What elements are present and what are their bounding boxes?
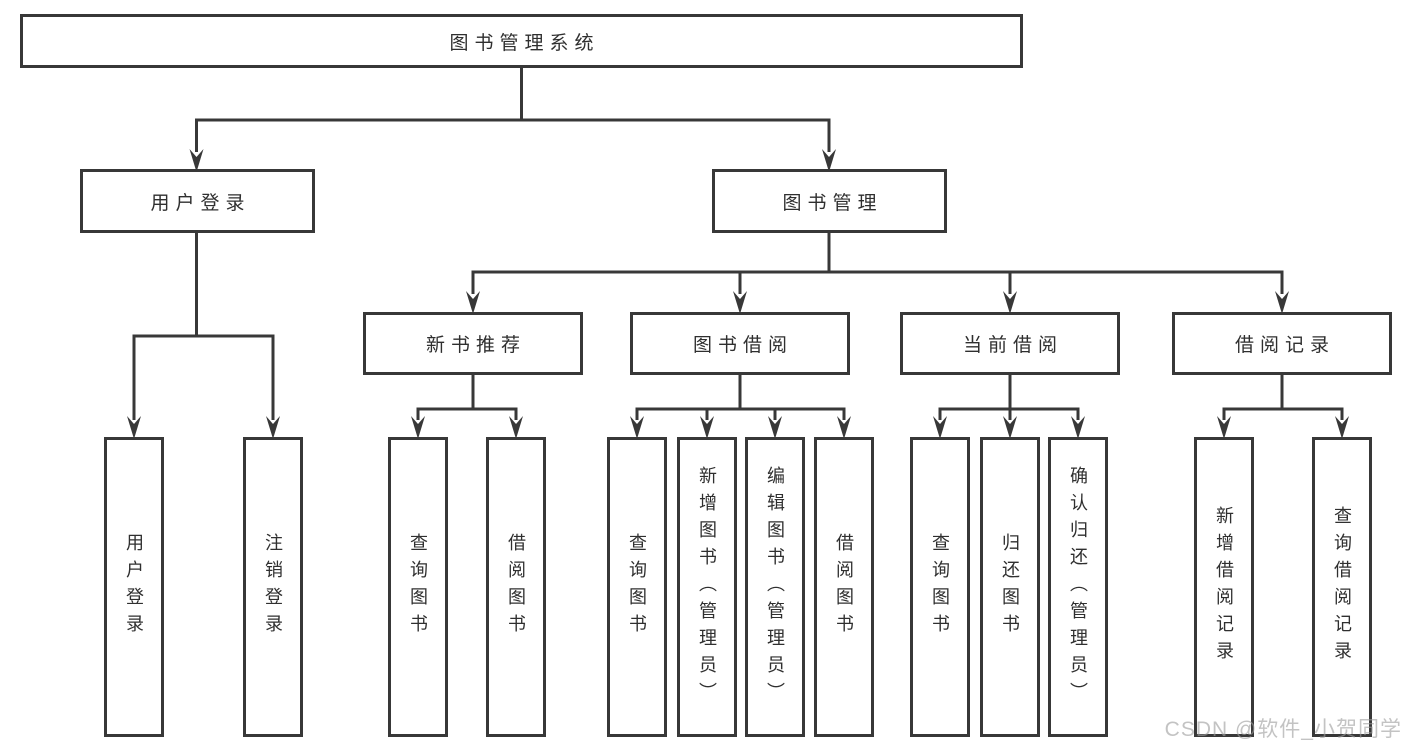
arrowhead bbox=[768, 416, 782, 439]
node-current-borrow: 当前借阅 bbox=[900, 312, 1120, 375]
leaf-add-borrow-record-label: 新增借阅记录 bbox=[1214, 506, 1234, 668]
leaf-borrow-query-books-label: 查询图书 bbox=[627, 533, 647, 641]
node-borrow-records: 借阅记录 bbox=[1172, 312, 1392, 375]
arrowhead bbox=[630, 416, 644, 439]
arrowhead bbox=[509, 416, 523, 439]
leaf-borrow-query-books: 查询图书 bbox=[607, 437, 667, 737]
connector-new-book-recommend-children bbox=[416, 375, 518, 420]
leaf-user-login: 用户登录 bbox=[104, 437, 164, 737]
arrowhead bbox=[466, 291, 480, 314]
leaf-recommend-query-books-label: 查询图书 bbox=[408, 533, 428, 641]
leaf-logout: 注销登录 bbox=[243, 437, 303, 737]
connector-book-management-to-level3 bbox=[471, 232, 1284, 294]
leaf-add-borrow-record: 新增借阅记录 bbox=[1194, 437, 1254, 737]
arrowhead bbox=[1003, 291, 1017, 314]
connector-book-borrow-children bbox=[635, 375, 846, 420]
arrowhead bbox=[411, 416, 425, 439]
node-book-borrow: 图书借阅 bbox=[630, 312, 850, 375]
leaf-recommend-query-books: 查询图书 bbox=[388, 437, 448, 737]
leaf-current-query-books-label: 查询图书 bbox=[930, 533, 950, 641]
connector-user-login-children bbox=[132, 232, 275, 420]
arrowhead bbox=[1003, 416, 1017, 439]
leaf-current-query-books: 查询图书 bbox=[910, 437, 970, 737]
node-book-management-label: 图书管理 bbox=[782, 192, 883, 214]
leaf-logout-label: 注销登录 bbox=[263, 533, 283, 641]
node-current-borrow-label: 当前借阅 bbox=[962, 335, 1063, 356]
arrowhead bbox=[1275, 291, 1289, 314]
leaf-confirm-return-admin: 确认归还（管理员） bbox=[1048, 437, 1108, 737]
arrowhead bbox=[1071, 416, 1085, 439]
arrowheads bbox=[127, 149, 1349, 439]
arrowhead bbox=[837, 416, 851, 439]
connector-root-to-level2 bbox=[195, 68, 831, 152]
leaf-recommend-borrow-books-label: 借阅图书 bbox=[506, 533, 526, 641]
leaf-edit-books-admin-label: 编辑图书（管理员） bbox=[765, 465, 785, 709]
leaf-confirm-return-admin-label: 确认归还（管理员） bbox=[1068, 465, 1088, 709]
arrowhead bbox=[266, 416, 280, 439]
leaf-add-books-admin-label: 新增图书（管理员） bbox=[697, 465, 717, 709]
arrowhead bbox=[933, 416, 947, 439]
node-borrow-records-label: 借阅记录 bbox=[1234, 335, 1335, 356]
arrowhead bbox=[822, 149, 836, 172]
arrowhead bbox=[127, 416, 141, 439]
node-book-borrow-label: 图书借阅 bbox=[692, 335, 793, 356]
arrowhead bbox=[700, 416, 714, 439]
leaf-borrow-books: 借阅图书 bbox=[814, 437, 874, 737]
leaf-return-books: 归还图书 bbox=[980, 437, 1040, 737]
arrowhead bbox=[1335, 416, 1349, 439]
leaf-query-borrow-record: 查询借阅记录 bbox=[1312, 437, 1372, 737]
leaf-user-login-label: 用户登录 bbox=[124, 533, 144, 641]
node-user-login-label: 用户登录 bbox=[150, 192, 251, 214]
leaf-query-borrow-record-label: 查询借阅记录 bbox=[1332, 506, 1352, 668]
connector-borrow-records-children bbox=[1222, 375, 1344, 420]
leaf-borrow-books-label: 借阅图书 bbox=[834, 533, 854, 641]
leaf-recommend-borrow-books: 借阅图书 bbox=[486, 437, 546, 737]
leaf-return-books-label: 归还图书 bbox=[1000, 533, 1020, 641]
node-root-label: 图书管理系统 bbox=[449, 32, 600, 54]
arrowhead bbox=[733, 291, 747, 314]
leaf-add-books-admin: 新增图书（管理员） bbox=[677, 437, 737, 737]
arrowhead bbox=[189, 149, 204, 172]
node-user-login: 用户登录 bbox=[80, 169, 315, 233]
node-new-book-recommend: 新书推荐 bbox=[363, 312, 583, 375]
node-root: 图书管理系统 bbox=[20, 14, 1023, 68]
node-book-management: 图书管理 bbox=[712, 169, 947, 233]
csdn-watermark: CSDN @软件_小贺同学 bbox=[1164, 718, 1402, 741]
leaf-edit-books-admin: 编辑图书（管理员） bbox=[745, 437, 805, 737]
connector-current-borrow-children bbox=[938, 375, 1080, 420]
arrowhead bbox=[1217, 416, 1231, 439]
node-new-book-recommend-label: 新书推荐 bbox=[425, 335, 526, 356]
